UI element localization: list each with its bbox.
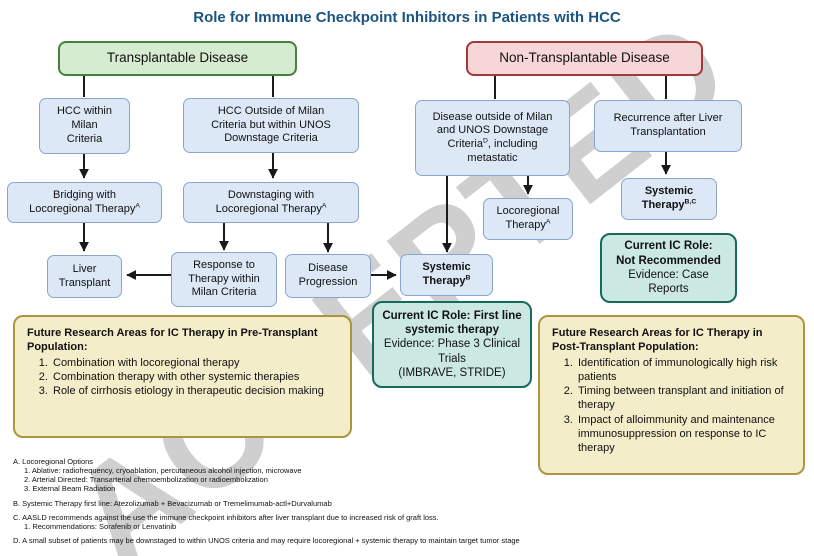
future-research-post-list: Identification of immunologically high r… bbox=[552, 356, 793, 456]
node-label-part: Therapy bbox=[422, 275, 466, 287]
list-item: Identification of immunologically high r… bbox=[576, 356, 793, 385]
future-research-post-transplant-box: Future Research Areas for IC Therapy in … bbox=[538, 315, 805, 475]
node-label: HCC Outside of Milan Criteria but within… bbox=[211, 104, 331, 145]
node-label-part: (IMBRAVE, STRIDE) bbox=[398, 367, 506, 380]
node-label-part: Locoregional Therapy bbox=[215, 202, 322, 215]
footnote-ref-b: B bbox=[465, 274, 471, 282]
future-research-pre-list: Combination with locoregional therapy Co… bbox=[27, 356, 340, 399]
footnote-b: B. Systemic Therapy first line: Atezoliz… bbox=[13, 498, 332, 508]
node-non-transplantable-disease: Non-Transplantable Disease bbox=[466, 41, 703, 76]
footnote-c-item: 1. Recommendations: Sorafenib or Lenvati… bbox=[24, 521, 177, 531]
list-item: Combination therapy with other systemic … bbox=[51, 370, 340, 384]
future-research-post-heading: Future Research Areas for IC Therapy in … bbox=[552, 327, 763, 354]
node-label-part: Evidence: Phase 3 Clinical Trials bbox=[383, 338, 521, 365]
node-label-part: Transplant bbox=[58, 276, 111, 289]
node-hcc-outside-milan: HCC Outside of Milan Criteria but within… bbox=[183, 98, 359, 153]
node-label: Current IC Role: First line systemic the… bbox=[381, 309, 523, 381]
footnote-d: D. A small subset of patients may be dow… bbox=[13, 535, 520, 545]
future-research-pre-heading: Future Research Areas for IC Therapy in … bbox=[27, 327, 318, 354]
footnote-a-item: 2. Arterial Directed: Transarterial chem… bbox=[24, 475, 268, 485]
footnote-a: A. Locoregional Options 1. Ablative: rad… bbox=[13, 457, 807, 494]
footnote-a-title: A. Locoregional Options bbox=[13, 457, 94, 466]
node-recurrence-after-transplant: Recurrence after Liver Transplantation bbox=[594, 100, 742, 152]
page-title: Role for Immune Checkpoint Inhibitors in… bbox=[193, 9, 621, 26]
node-label-part: Systemic bbox=[644, 185, 694, 198]
node-label-part: Therapy bbox=[641, 199, 685, 211]
footnote-ref-a: A bbox=[545, 218, 551, 226]
footnotes: A. Locoregional Options 1. Ablative: rad… bbox=[13, 457, 807, 550]
node-label: Non-Transplantable Disease bbox=[499, 50, 670, 66]
footnote-ref-bc: B,C bbox=[684, 198, 697, 206]
footnote-c-title: C. AASLD recommends against the use the … bbox=[13, 512, 439, 522]
node-label-part: Downstaging with bbox=[227, 188, 315, 201]
node-label-part: Systemic bbox=[422, 261, 471, 274]
footnote-c: C. AASLD recommends against the use the … bbox=[13, 513, 807, 531]
node-label: Disease Progression bbox=[298, 262, 358, 288]
node-response-within-milan: Response to Therapy within Milan Criteri… bbox=[171, 252, 277, 307]
footnote-ref-a: A bbox=[321, 201, 327, 209]
list-item: Combination with locoregional therapy bbox=[51, 356, 340, 370]
node-label: Disease outside of Milan and UNOS Downst… bbox=[426, 111, 559, 166]
node-disease-outside-milan-unos: Disease outside of Milan and UNOS Downst… bbox=[415, 100, 570, 176]
footnote-ref-d: D bbox=[482, 137, 488, 145]
node-label-part: Not Recommended bbox=[616, 254, 721, 267]
list-item: Impact of alloimmunity and maintenance i… bbox=[576, 413, 793, 456]
node-label: HCC within Milan Criteria bbox=[56, 105, 112, 145]
node-label-part: , including metastatic bbox=[467, 138, 538, 164]
node-ic-role-first-line: Current IC Role: First line systemic the… bbox=[372, 301, 532, 388]
list-item: Timing between transplant and initiation… bbox=[576, 384, 793, 413]
node-label-part: Current IC Role: bbox=[624, 240, 713, 253]
node-label-part: Locoregional bbox=[496, 205, 560, 218]
node-label-part: Current IC Role: First line systemic the… bbox=[382, 309, 522, 336]
node-label: Response to Therapy within Milan Criteri… bbox=[188, 258, 260, 299]
future-research-pre-transplant-box: Future Research Areas for IC Therapy in … bbox=[13, 315, 352, 438]
list-item: Role of cirrhosis etiology in therapeuti… bbox=[51, 384, 340, 398]
footnote-a-item: 3. External Beam Radiation bbox=[24, 484, 116, 494]
node-label-part: Liver bbox=[72, 262, 97, 275]
node-label-part: Locoregional Therapy bbox=[29, 202, 136, 215]
node-label-part: Evidence: Case Reports bbox=[628, 269, 709, 296]
node-transplantable-disease: Transplantable Disease bbox=[58, 41, 297, 76]
node-label-part: Bridging with bbox=[53, 188, 116, 201]
node-label: Recurrence after Liver Transplantation bbox=[613, 112, 723, 138]
node-hcc-within-milan: HCC within Milan Criteria bbox=[39, 98, 130, 154]
footnote-ref-a: A bbox=[135, 201, 140, 209]
node-label-part: Disease outside of Milan and UNOS Downst… bbox=[432, 110, 553, 151]
node-disease-progression: Disease Progression bbox=[285, 254, 371, 298]
node-label-part: Therapy bbox=[505, 219, 546, 231]
node-label: Transplantable Disease bbox=[106, 50, 249, 66]
footnote-a-item: 1. Ablative: radiofrequency, cryoablatio… bbox=[24, 466, 302, 476]
